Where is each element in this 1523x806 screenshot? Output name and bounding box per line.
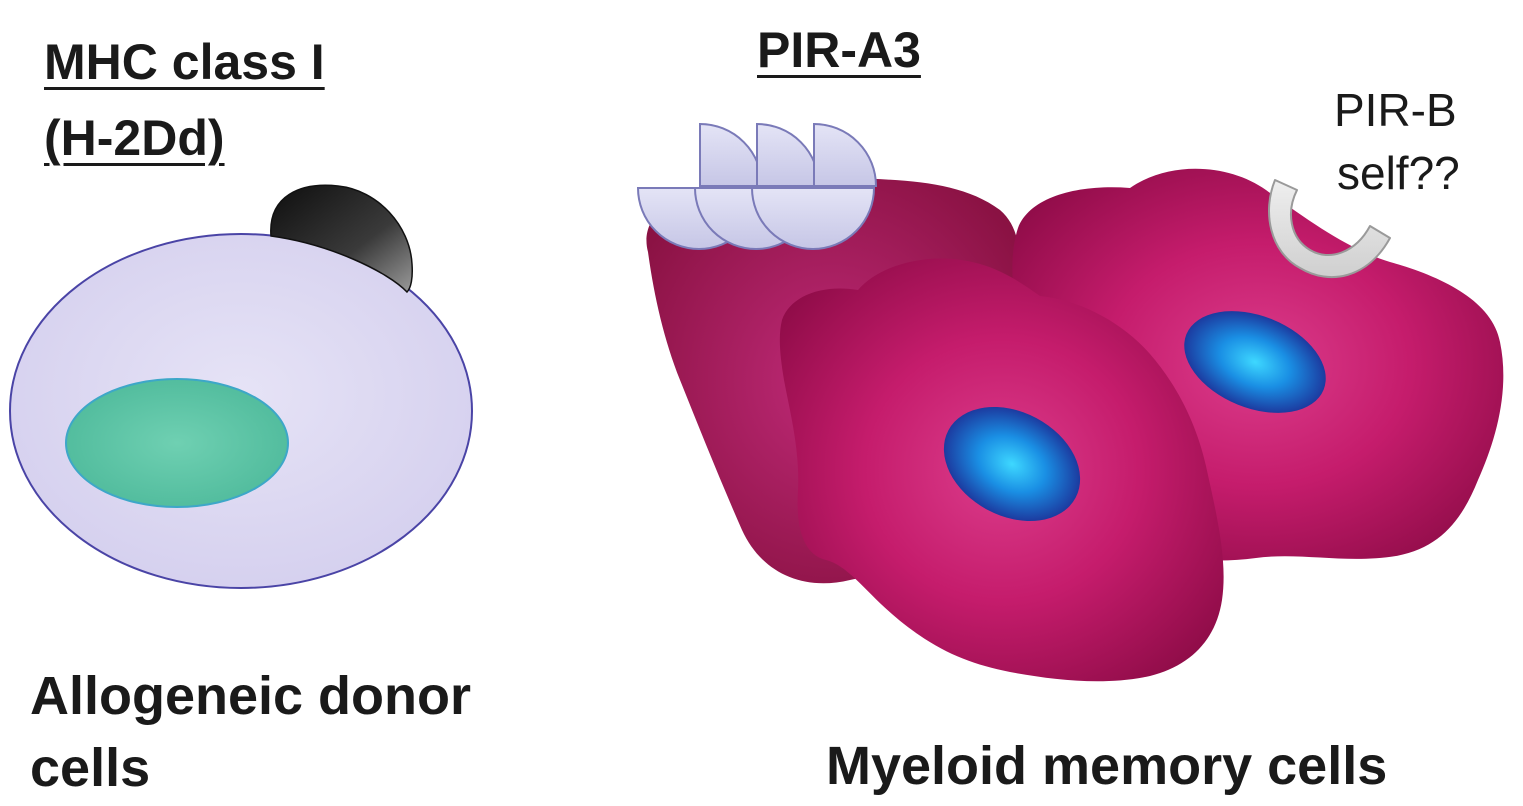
pir-a3-receptor-icon <box>636 122 878 250</box>
pir-a3-heading: PIR-A3 <box>757 22 921 78</box>
mhc-class-i-heading: MHC class I <box>44 34 325 90</box>
myeloid-nucleus-right <box>1184 311 1326 413</box>
donor-cells-caption-line2: cells <box>30 738 151 798</box>
pir-b-self-label: self?? <box>1337 147 1460 199</box>
donor-cell <box>9 233 473 589</box>
h-2dd-heading: (H-2Dd) <box>44 110 225 166</box>
donor-cell-nucleus <box>65 378 289 508</box>
mhc-class-i-molecule-icon <box>270 184 413 294</box>
donor-cells-caption-line1: Allogeneic donor <box>30 666 472 726</box>
pir-b-label: PIR-B <box>1334 84 1457 136</box>
pir-b-receptor-icon <box>1268 179 1391 279</box>
myeloid-memory-cells-caption: Myeloid memory cells <box>826 736 1388 796</box>
myeloid-nucleus-front <box>943 406 1081 522</box>
